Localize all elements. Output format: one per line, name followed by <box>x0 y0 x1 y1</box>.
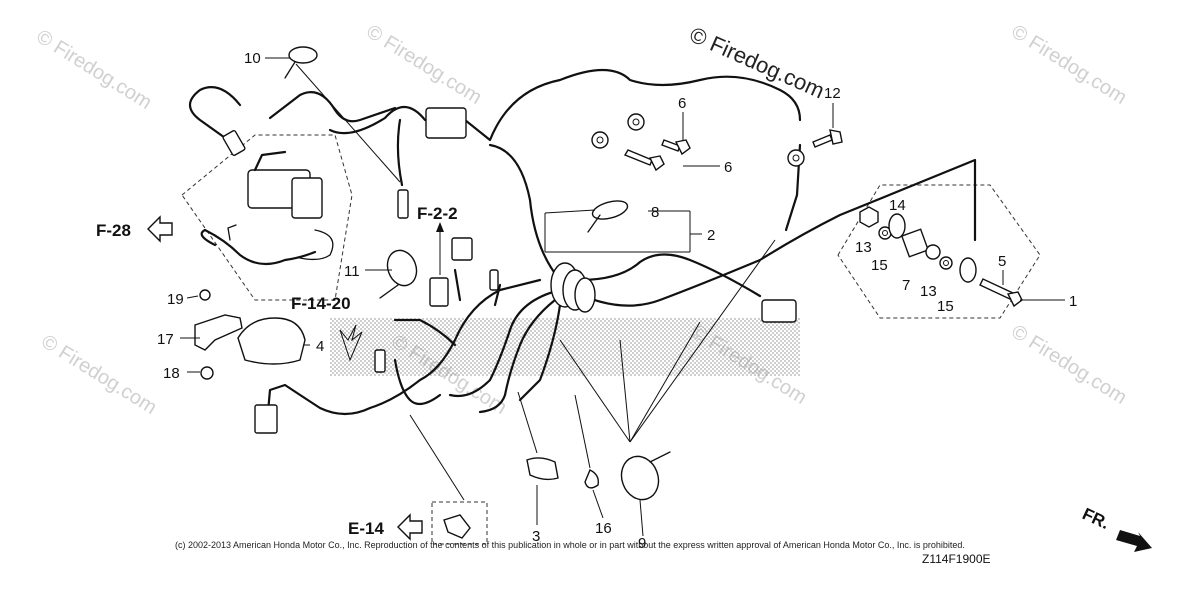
callout-5: 5 <box>998 253 1006 270</box>
callout-6b: 6 <box>724 159 732 176</box>
callout-12: 12 <box>824 85 841 102</box>
callout-13b: 13 <box>920 283 937 300</box>
ref-f22: F-2-2 <box>417 204 458 223</box>
leader-lines <box>180 57 1065 537</box>
callout-18: 18 <box>163 365 180 382</box>
wire-harness <box>188 69 977 416</box>
ignition-coil-group <box>181 134 353 301</box>
callout-7: 7 <box>902 277 910 294</box>
callout-1: 1 <box>1069 293 1077 310</box>
front-label: FR. <box>1079 504 1112 533</box>
watermark: © Firedog.com <box>362 21 485 109</box>
callout-14: 14 <box>889 197 906 214</box>
callout-9: 9 <box>638 535 646 552</box>
callout-6a: 6 <box>678 95 686 112</box>
watermark: © Firedog.com <box>1007 321 1130 409</box>
callout-4: 4 <box>316 338 324 355</box>
ref-arrow-f28 <box>147 215 173 243</box>
terminal-group <box>837 184 1041 319</box>
watermark: © Firedog.com <box>37 331 160 419</box>
callout-13a: 13 <box>855 239 872 256</box>
ref-arrows <box>147 215 423 541</box>
front-direction-arrow: FR. <box>1079 504 1152 552</box>
callout-19: 19 <box>167 291 184 308</box>
callout-15b: 15 <box>937 298 954 315</box>
callout-numbers: 1 2 3 4 5 6 6 7 8 9 10 11 12 13 13 14 15… <box>157 50 1077 552</box>
clamps <box>284 46 671 501</box>
callout-2: 2 <box>707 227 715 244</box>
ref-f28: F-28 <box>96 221 131 240</box>
copyright-notice: (c) 2002-2013 American Honda Motor Co., … <box>175 540 965 550</box>
callout-11: 11 <box>344 263 360 280</box>
callout-3: 3 <box>532 528 540 545</box>
ref-e14: E-14 <box>348 519 384 538</box>
watermark: © Firedog.com <box>1007 21 1130 109</box>
ref-arrow-e14 <box>397 513 423 541</box>
bolts <box>623 129 843 172</box>
callout-15a: 15 <box>871 257 888 274</box>
callout-17: 17 <box>157 331 174 348</box>
connectors <box>222 107 797 434</box>
ignition-coil <box>200 150 334 266</box>
ring-terminals <box>591 113 805 167</box>
watermark-main: © Firedog.com <box>686 22 828 104</box>
clip-e14 <box>443 514 471 539</box>
diagram-code: Z114F1900E <box>922 552 991 566</box>
watermark: © Firedog.com <box>32 26 155 114</box>
ref-f1420: F-14-20 <box>291 294 351 313</box>
callout-8: 8 <box>651 204 659 221</box>
cap-bracket <box>194 289 306 380</box>
callout-16: 16 <box>595 520 612 537</box>
terminal-hardware <box>859 206 1023 308</box>
callout-10: 10 <box>244 50 261 67</box>
grommet <box>550 262 596 313</box>
